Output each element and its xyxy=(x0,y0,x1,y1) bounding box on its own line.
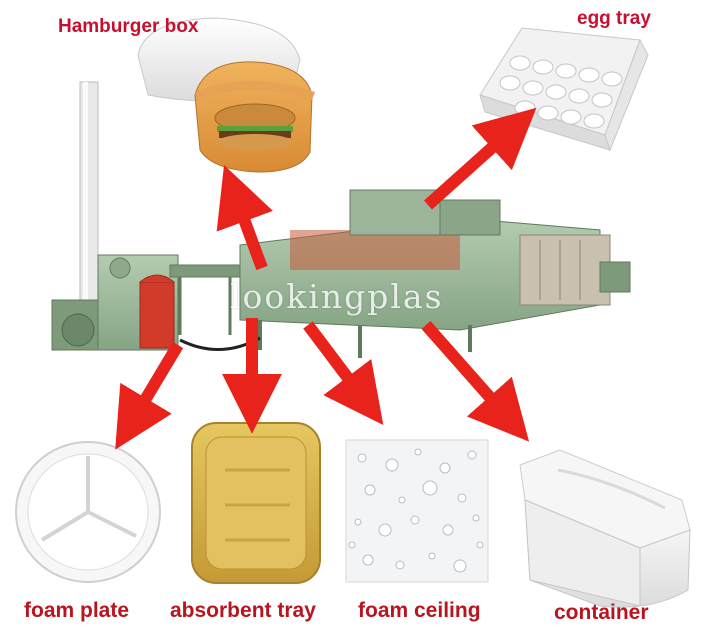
container-image xyxy=(519,449,691,608)
label-egg-tray: egg tray xyxy=(577,8,651,29)
arrow-to-container xyxy=(421,321,530,442)
lettuce xyxy=(217,126,293,132)
arrow-to-hamburger-box xyxy=(216,164,273,271)
label-foam-plate: foam plate xyxy=(24,599,130,622)
forming-station xyxy=(290,230,460,270)
arrow-to-foam-ceiling xyxy=(303,321,384,426)
foam-plate-image xyxy=(15,441,161,583)
label-hamburger-box: Hamburger box xyxy=(58,16,199,37)
egg-tray-image xyxy=(479,27,649,152)
watermark: lookingplas xyxy=(230,277,444,316)
foam-ceiling-image xyxy=(345,439,489,583)
chimney-pipe xyxy=(79,81,99,313)
arrow-to-foam-plate xyxy=(115,341,184,450)
cutting-section xyxy=(519,234,611,306)
label-container: container xyxy=(554,601,649,624)
thermoforming-machine xyxy=(51,81,631,358)
red-motor-cover xyxy=(139,281,175,349)
absorbent-tray-image xyxy=(191,422,321,584)
arrows xyxy=(115,107,537,450)
label-absorbent-tray: absorbent tray xyxy=(170,599,316,622)
label-foam-ceiling: foam ceiling xyxy=(358,599,481,622)
hamburger-box-image xyxy=(137,17,315,173)
arrow-to-egg-tray xyxy=(423,107,537,210)
